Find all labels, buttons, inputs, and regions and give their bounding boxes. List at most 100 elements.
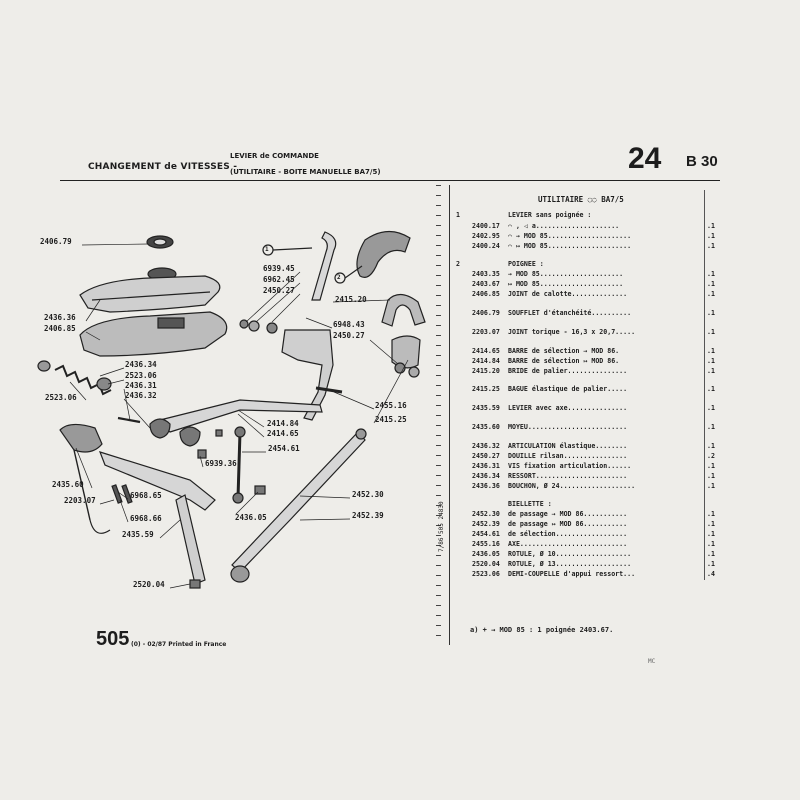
part-label: 2435.60 [52,480,84,489]
part-label: 6939.45 [263,264,295,273]
ruler-tick [436,255,441,256]
part-label: 2450.27 [333,331,365,340]
section-code: B 30 [686,153,718,170]
header-divider [60,180,720,181]
ruler-tick [436,185,441,186]
part-reference: 2436.32 [472,442,500,450]
part-description: MOYEU......................... [508,423,628,431]
part-quantity: .1 [707,482,715,490]
part-quantity: .1 [707,309,715,317]
part-reference: 2435.59 [472,404,500,412]
part-quantity: .1 [707,530,715,538]
part-description: DEMI-COUPELLE d'appui ressort... [508,570,636,578]
part-label: 6962.45 [263,275,295,284]
parts-diagram [37,230,426,589]
ruler-tick [436,225,441,226]
ruler-tick [436,615,441,616]
ruler-tick [436,405,441,406]
callout-2: 2 [337,274,341,281]
part-description: de passage ↦ MOD 86........... [508,520,628,528]
ruler-tick [436,365,441,366]
part-reference: 2452.39 [472,520,500,528]
part-quantity: .1 [707,232,715,240]
ruler-tick [436,595,441,596]
part-label: 2436.05 [235,513,267,522]
signature: MC [648,658,656,665]
part-quantity: .1 [707,385,715,393]
part-label: 2415.20 [335,295,367,304]
part-reference: 2203.07 [472,328,500,336]
part-reference: 2520.04 [472,560,500,568]
part-description: RESSORT....................... [508,472,628,480]
ruler-tick [436,245,441,246]
ruler-tick [436,415,441,416]
footnote: a) + → MOD 85 : 1 poignée 2403.67. [470,626,614,634]
part-reference: 2436.34 [472,472,500,480]
part-label: 2435.59 [122,530,154,539]
table-row: 2436.36 BOUCHON, Ø 24....................… [456,482,715,492]
part-description: ARTICULATION élastique........ [508,442,628,450]
part-label: 6968.65 [130,491,162,500]
table-row: 2402.95⌒ → MOD 85......................1 [456,232,715,242]
part-label: 2454.61 [268,444,300,453]
part-description: BOUCHON, Ø 24................... [508,482,636,490]
part-label: 2450.27 [263,286,295,295]
part-reference: 2436.36 [472,482,500,490]
part-label: 2436.34 [125,360,157,369]
part-label: 2436.32 [125,391,157,400]
part-reference: 2435.60 [472,423,500,431]
part-quantity: .1 [707,347,715,355]
part-reference: 2403.35 [472,270,500,278]
part-reference: 2400.17 [472,222,500,230]
part-reference: 2436.31 [472,462,500,470]
part-quantity: .1 [707,550,715,558]
callout-1: 1 [265,246,269,253]
ruler-tick [436,315,441,316]
part-label: 2436.31 [125,381,157,390]
row-marker: 2 [456,260,460,268]
ruler-tick [436,305,441,306]
ruler-tick [436,205,441,206]
ruler-tick [436,465,441,466]
part-description: ⌒ ↦ MOD 85..................... [508,242,632,250]
ruler-tick [436,535,441,536]
ruler-tick [436,355,441,356]
part-quantity: .1 [707,222,715,230]
ruler-tick [436,325,441,326]
ruler-tick [436,435,441,436]
ruler-tick [436,455,441,456]
part-quantity: .1 [707,520,715,528]
ruler-tick [436,385,441,386]
part-label: 2415.25 [375,415,407,424]
part-description: JOINT de calotte.............. [508,290,628,298]
part-quantity: .1 [707,510,715,518]
part-reference: 2452.30 [472,510,500,518]
part-quantity: .1 [707,290,715,298]
part-reference: 2414.84 [472,357,500,365]
part-quantity: .1 [707,442,715,450]
ruler-tick [436,485,441,486]
ruler-tick [436,565,441,566]
part-description: BARRE de sélection → MOD 86. [508,347,620,355]
ruler-tick [436,575,441,576]
part-reference: 2403.67 [472,280,500,288]
part-quantity: .2 [707,452,715,460]
part-reference: 2402.95 [472,232,500,240]
ruler-tick [436,585,441,586]
part-description: ⌒ , ◁ a..................... [508,222,620,230]
part-quantity: .1 [707,357,715,365]
part-quantity: .1 [707,462,715,470]
ruler-tick [436,275,441,276]
page-subtitle-line1: LEVIER de COMMANDE [230,152,319,160]
part-description: de sélection.................. [508,530,628,538]
part-label: 2203.07 [64,496,96,505]
